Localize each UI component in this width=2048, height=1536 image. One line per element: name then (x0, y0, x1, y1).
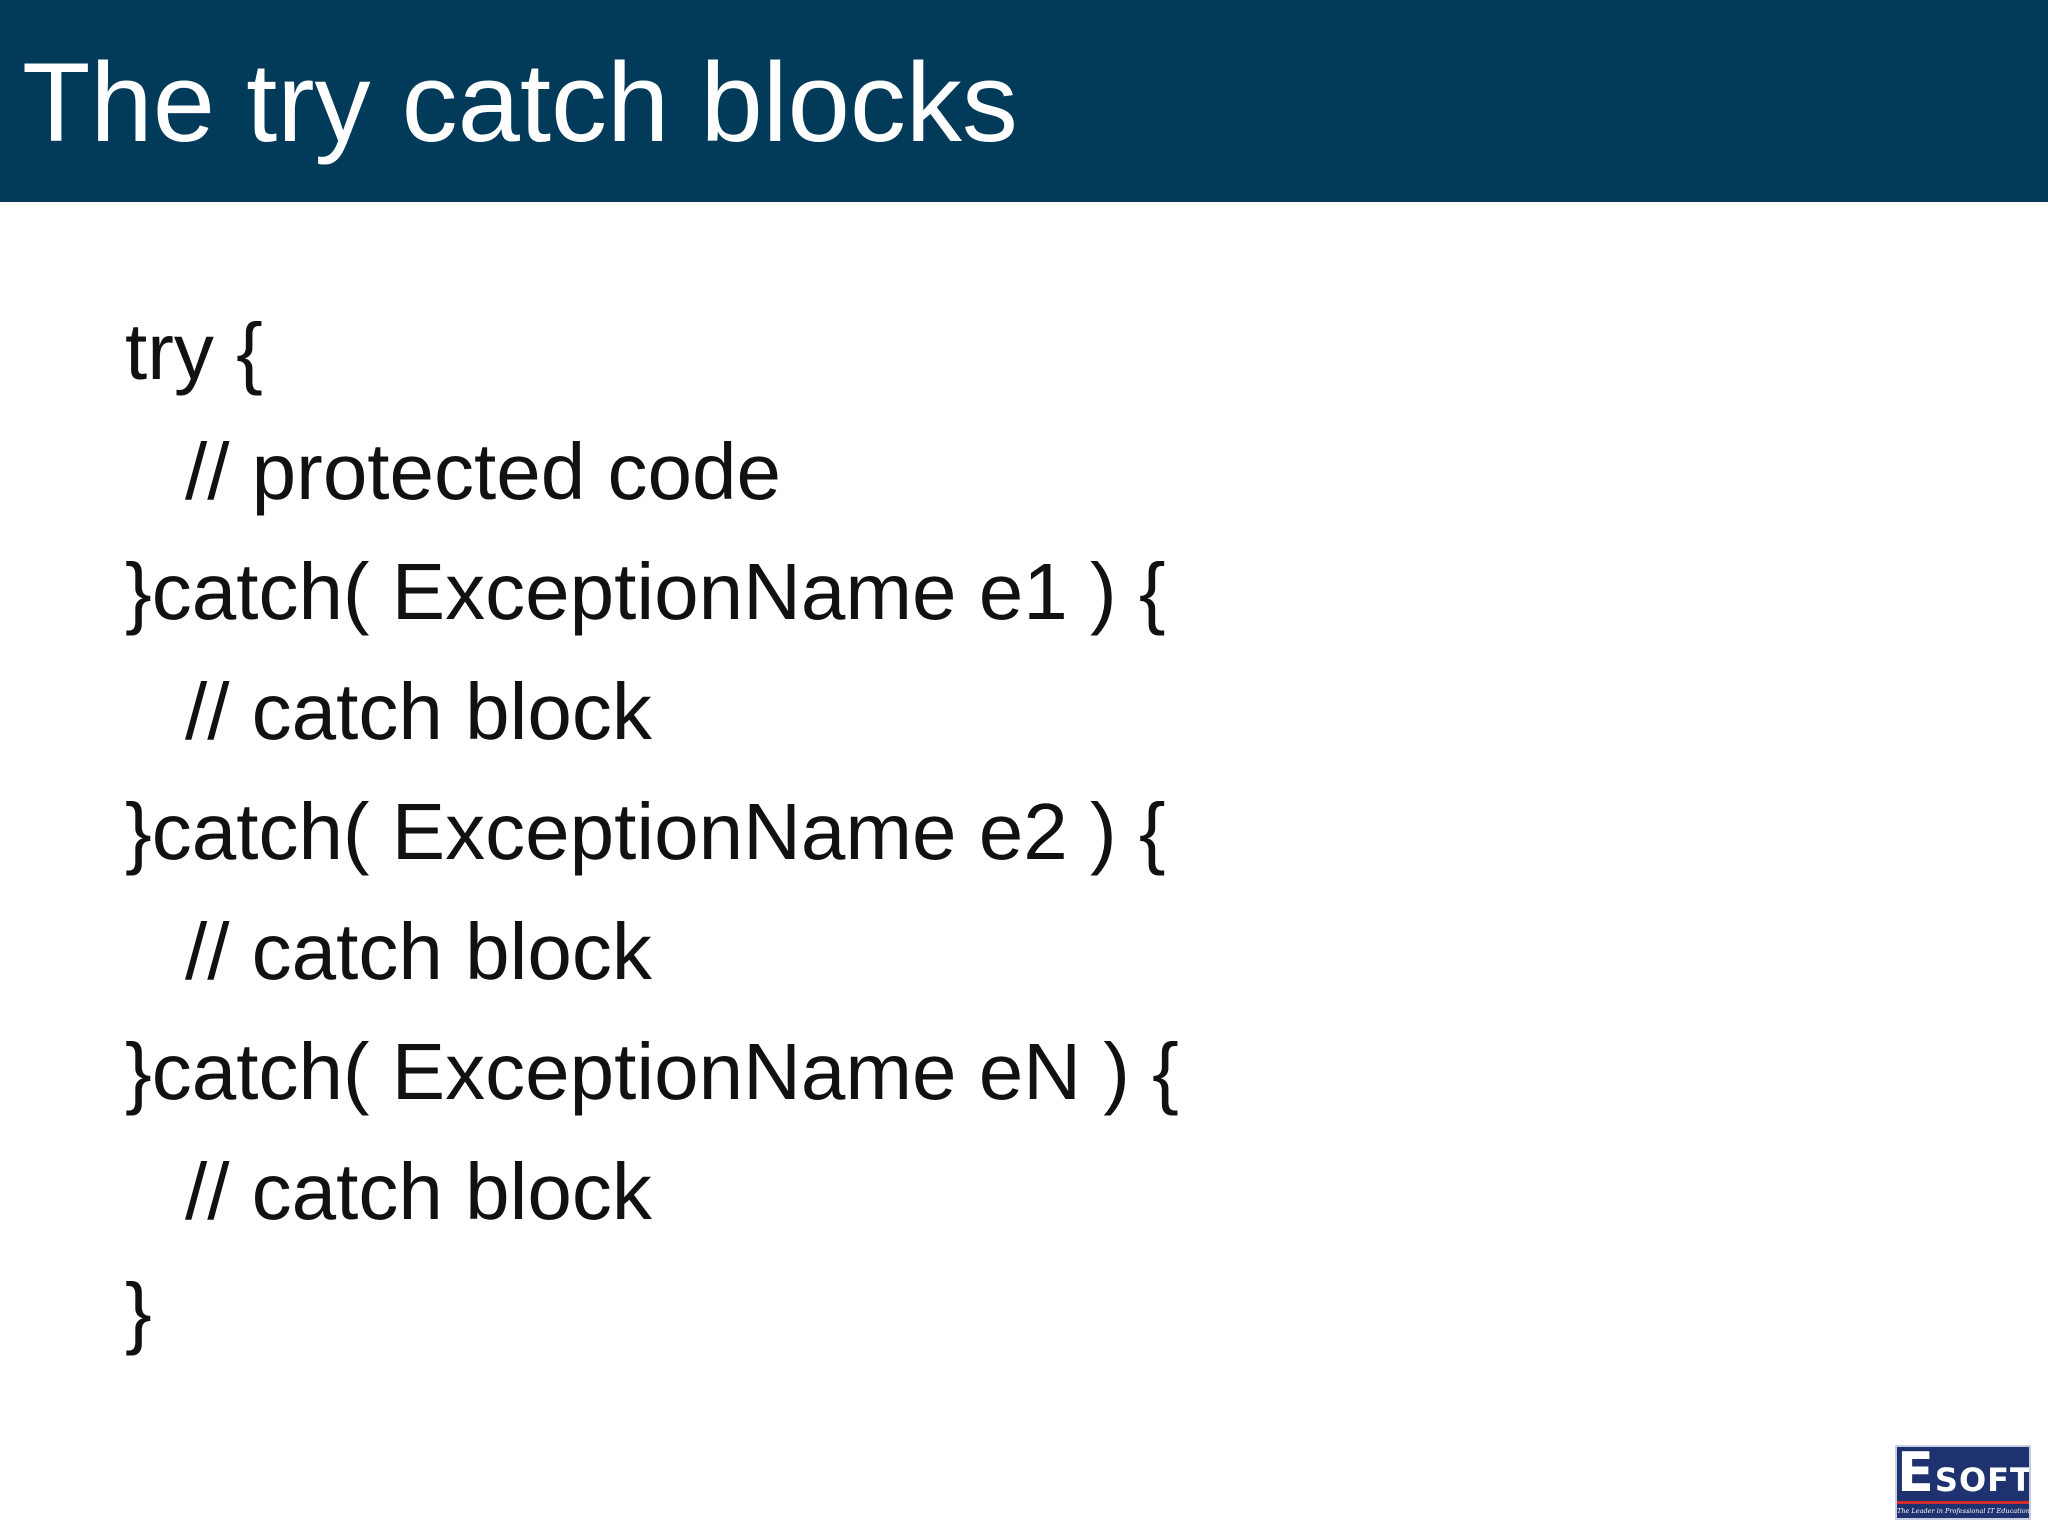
logo-wordmark: ESOFT (1897, 1447, 2031, 1504)
code-line-catch-en: }catch( ExceptionName eN ) { (125, 1027, 1179, 1116)
code-line-comment-protected: // protected code (185, 427, 781, 516)
logo-first-letter: E (1897, 1445, 1935, 1504)
esoft-logo: ESOFT The Leader in Professional IT Educ… (1895, 1445, 2031, 1520)
code-line-comment-catch-2: // catch block (185, 907, 652, 996)
code-block: try { // protected code }catch( Exceptio… (125, 292, 1179, 1372)
code-line-try: try { (125, 307, 263, 396)
logo-tagline: The Leader in Professional IT Education (1897, 1507, 2030, 1515)
code-line-comment-catch-n: // catch block (185, 1147, 652, 1236)
code-line-comment-catch-1: // catch block (185, 667, 652, 756)
logo-stripe (1897, 1501, 2029, 1504)
code-line-catch-e2: }catch( ExceptionName e2 ) { (125, 787, 1166, 876)
logo-rest: SOFT (1934, 1461, 2031, 1499)
title-bar: The try catch blocks (0, 0, 2048, 202)
code-line-catch-e1: }catch( ExceptionName e1 ) { (125, 547, 1166, 636)
slide-title: The try catch blocks (22, 40, 1018, 165)
code-line-close-brace: } (125, 1267, 152, 1356)
